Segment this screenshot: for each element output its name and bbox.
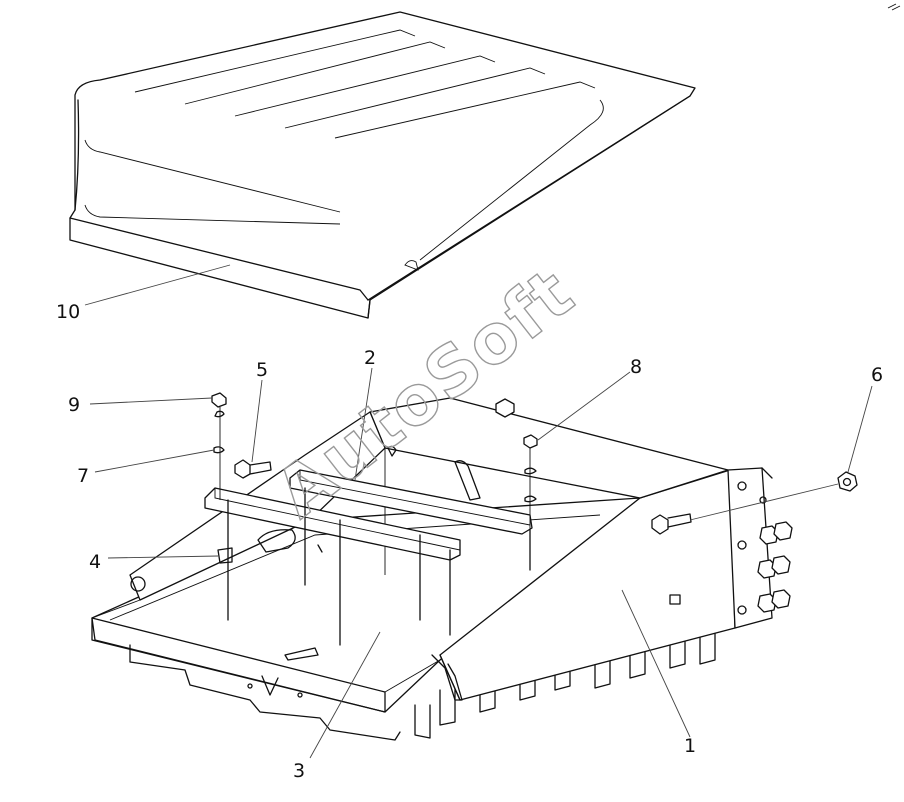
callout-10: 10 <box>56 301 80 323</box>
frame-box <box>91 397 793 741</box>
callout-2: 2 <box>364 347 376 369</box>
cover-part-10 <box>69 11 696 319</box>
corner-mark <box>887 3 901 11</box>
callout-8: 8 <box>630 356 642 378</box>
bolt-group <box>757 521 793 613</box>
callout-9: 9 <box>68 394 80 416</box>
leader-lines <box>84 264 873 759</box>
callout-3: 3 <box>293 760 305 782</box>
callout-4: 4 <box>89 551 101 573</box>
callout-1: 1 <box>684 735 696 757</box>
callouts: 10 2 5 8 6 9 7 4 1 3 <box>56 301 883 782</box>
hardware <box>211 392 858 564</box>
callout-7: 7 <box>77 465 89 487</box>
crossbar-part-2 <box>204 460 533 646</box>
callout-5: 5 <box>256 359 268 381</box>
callout-6: 6 <box>871 364 883 386</box>
